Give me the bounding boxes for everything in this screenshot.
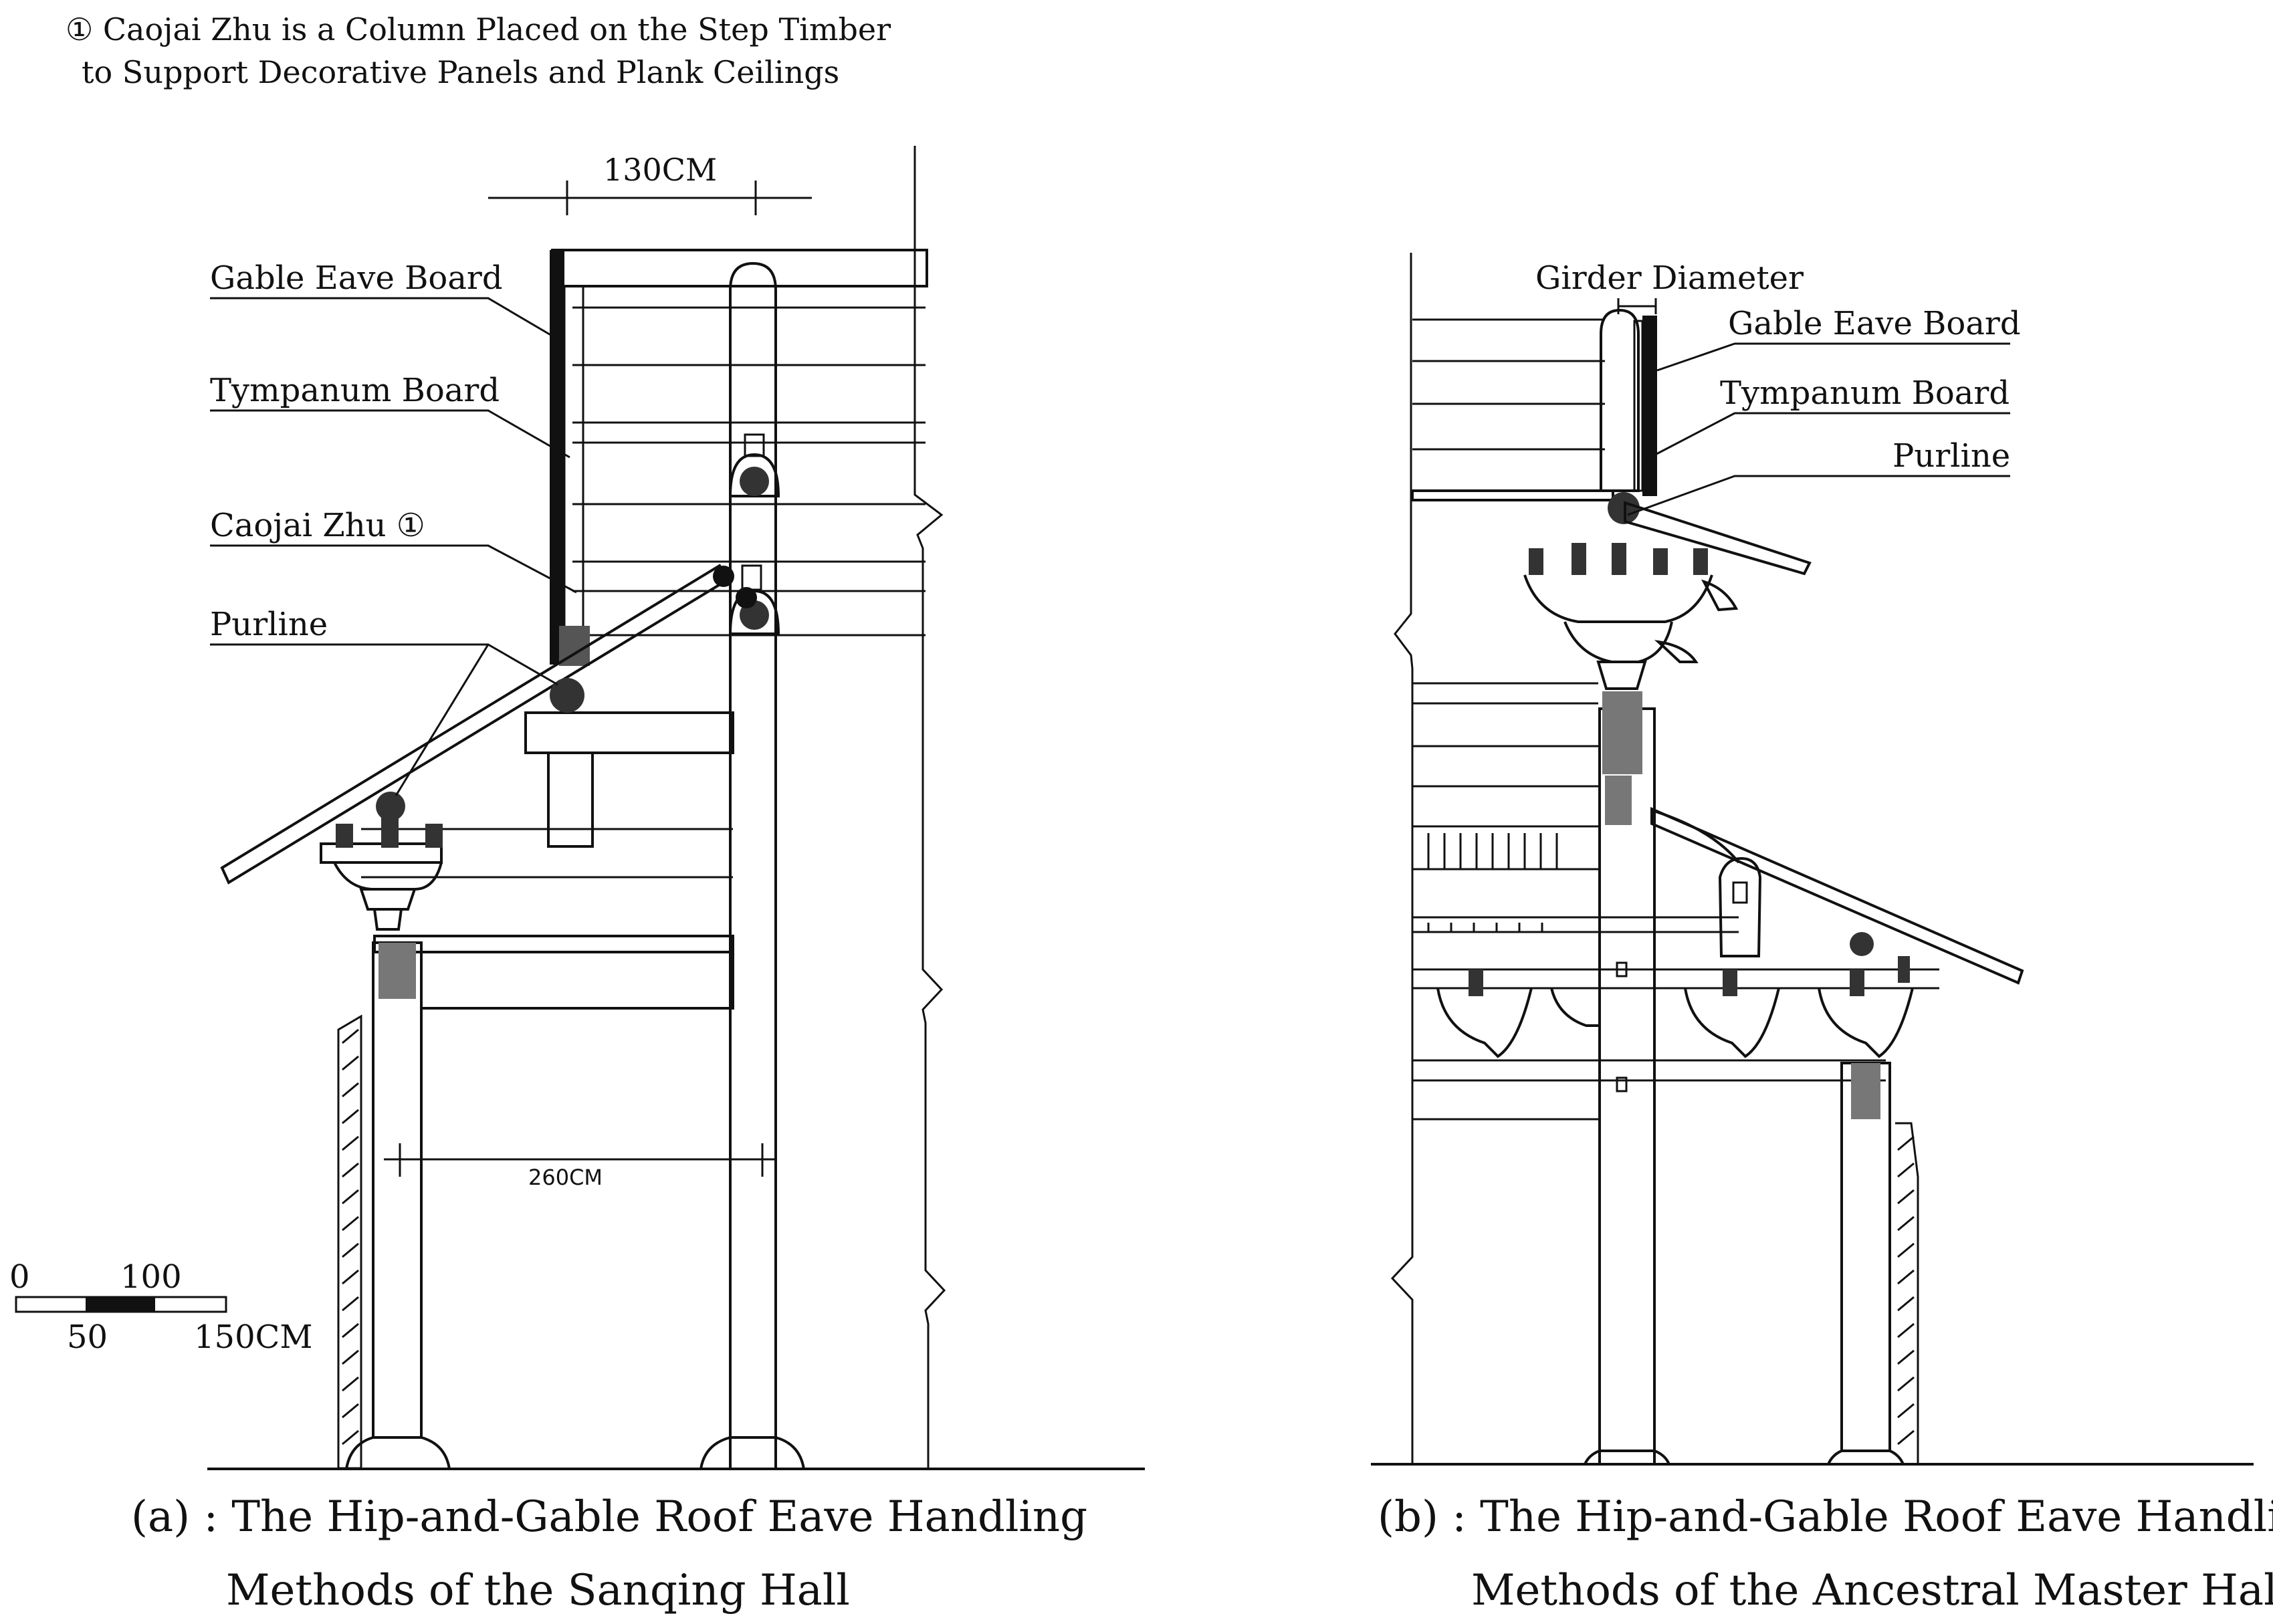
caption-b-line-2: Methods of the Ancestral Master Hall [1471, 1566, 2273, 1615]
lower-rafter-b [1650, 806, 2024, 985]
eave-column-b [1827, 1062, 1919, 1466]
section-break-line-b [1390, 253, 1414, 1464]
label-girder-diameter: Girder Diameter [1535, 259, 1804, 297]
girder-diameter-dimension [1617, 298, 1657, 314]
caption-a-line-2: Methods of the Sanqing Hall [226, 1566, 850, 1615]
tympanum-board-a [563, 285, 584, 666]
label-tympanum-board-b: Tympanum Board [1720, 374, 2010, 412]
diagram-a: 130CM 260CM Gable Eave Board Tympanum Bo… [9, 146, 1145, 1615]
label-caojai-zhu-a: Caojai Zhu ① [210, 507, 425, 544]
leader-purline-b [1627, 475, 2010, 516]
label-tympanum-board-a: Tympanum Board [210, 372, 500, 409]
dimension-130-label: 130CM [603, 152, 717, 188]
dimension-260-a [384, 1143, 777, 1177]
scale-tick-50: 50 [67, 1318, 108, 1356]
leader-tympanum-board-a [210, 409, 570, 459]
caption-a-line-1: (a) : The Hip-and-Gable Roof Eave Handli… [131, 1492, 1087, 1542]
scale-tick-150: 150CM [194, 1318, 313, 1356]
leader-caojai-zhu-a [210, 544, 577, 594]
caption-b-line-1: (b) : The Hip-and-Gable Roof Eave Handli… [1378, 1492, 2273, 1542]
label-gable-eave-board-a: Gable Eave Board [210, 259, 503, 297]
leader-purline-a [210, 643, 558, 796]
note-line-2: to Support Decorative Panels and Plank C… [82, 54, 839, 90]
note-line-1: ① Caojai Zhu is a Column Placed on the S… [66, 11, 891, 47]
horizontal-members-b [1411, 318, 1939, 1121]
label-gable-eave-board-b: Gable Eave Board [1728, 305, 2021, 342]
leader-gable-eave-board-a [210, 297, 557, 340]
upper-bracket-cluster-b [1523, 308, 1812, 690]
dimension-130-a [488, 181, 812, 215]
scale-tick-100: 100 [120, 1258, 182, 1296]
main-column-a [699, 261, 805, 1470]
section-break-line-a [913, 146, 946, 1469]
eave-column-a [337, 941, 451, 1470]
diagram-b: Girder Diameter Gable Eave Board Tympanu… [1371, 253, 2273, 1615]
rafter-a [220, 564, 734, 885]
main-column-b [1584, 691, 1670, 1465]
leader-gable-eave-board-b [1656, 342, 2010, 372]
gable-eave-board-a [550, 250, 564, 665]
bracket-set-a [320, 792, 443, 931]
leader-tympanum-board-b [1642, 412, 2010, 463]
label-purline-b: Purline [1892, 437, 2010, 475]
scale-bar [15, 1296, 227, 1313]
label-purline-a: Purline [210, 606, 328, 643]
scale-tick-0: 0 [9, 1258, 30, 1296]
dimension-260-label: 260CM [528, 1165, 603, 1190]
